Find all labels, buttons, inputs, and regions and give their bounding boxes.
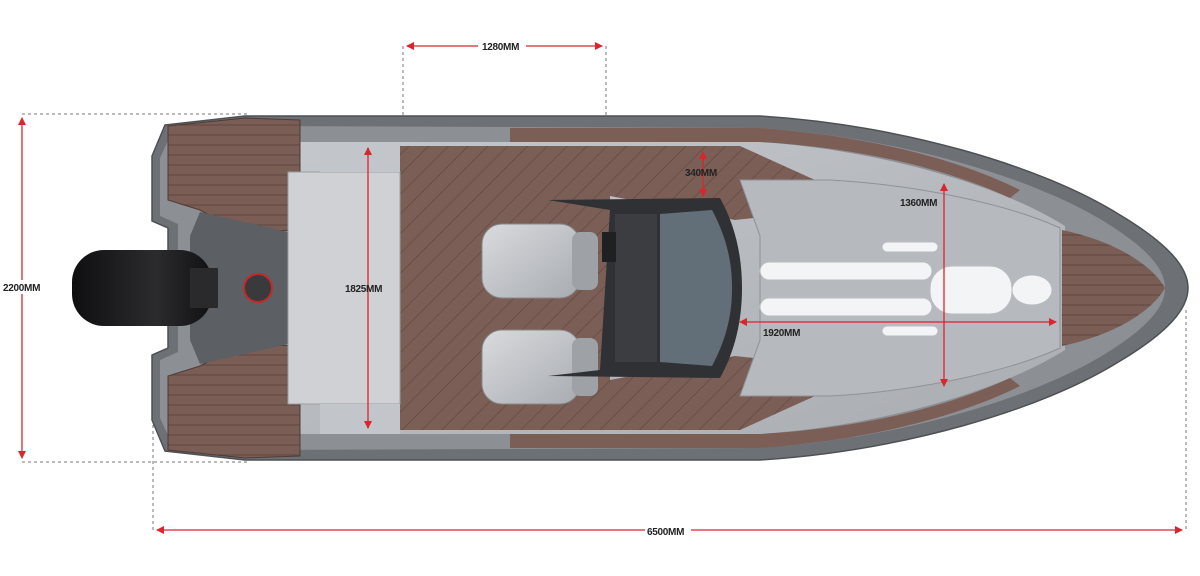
console-gap-label: 340MM: [685, 168, 717, 179]
bow-length-label: 1920MM: [763, 328, 800, 339]
cockpit-length-label: 1280MM: [482, 42, 519, 53]
cockpit-width-label: 1825MM: [345, 284, 382, 295]
overall-length-label: 6500MM: [647, 527, 684, 538]
bow-width-label: 1360MM: [900, 198, 937, 209]
overall-beam-label: 2200MM: [3, 283, 40, 294]
mannequin-figure: [759, 241, 1053, 337]
helm-seats: [481, 223, 598, 405]
outboard-engine: [72, 250, 273, 326]
center-console: [548, 198, 742, 378]
